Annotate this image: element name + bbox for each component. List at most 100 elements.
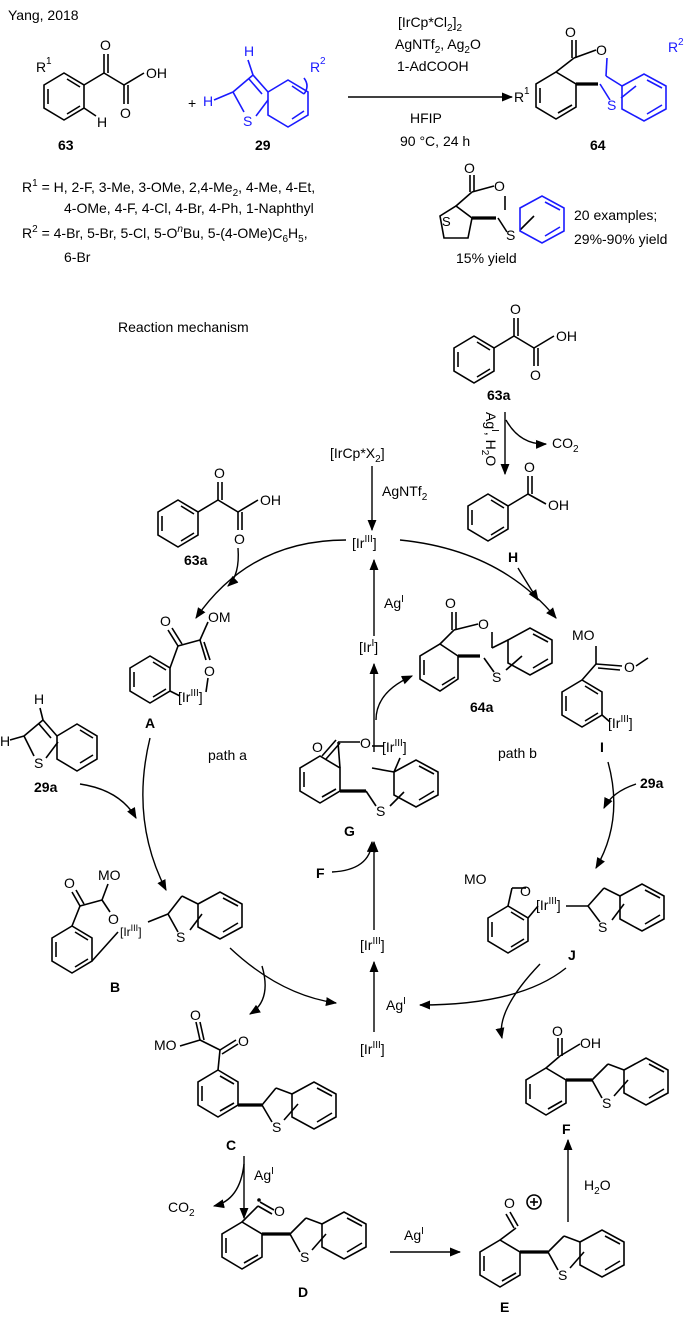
structure-29a-left: S H H <box>0 691 98 772</box>
svg-text:O: O <box>360 735 371 751</box>
compound-64-label: 64 <box>590 137 606 153</box>
structure-C: MO O O S <box>154 1007 337 1135</box>
h2o-reagent: H2O <box>584 1177 611 1197</box>
svg-text:[IrIII]: [IrIII] <box>382 738 407 755</box>
arrow-29a-right-in <box>603 783 637 810</box>
condition-silver: AgNTf2, Ag2O <box>395 36 481 56</box>
ag-cd: AgI <box>254 1166 274 1183</box>
svg-text:O: O <box>234 531 245 547</box>
structure-G: O O [IrIII] S <box>299 735 439 819</box>
svg-text:O: O <box>478 616 489 632</box>
structure-A: O OM O [IrIII] <box>129 609 231 705</box>
svg-text:S: S <box>506 227 515 243</box>
structure-J: MO O [IrIII] S <box>464 871 665 954</box>
co2-top: CO2 <box>552 435 579 455</box>
svg-text:O: O <box>108 911 119 927</box>
svg-text:S: S <box>602 1095 611 1111</box>
svg-text:O: O <box>552 1023 563 1039</box>
label-29a-right: 29a <box>640 775 664 791</box>
svg-text:O: O <box>520 883 531 899</box>
arc-I-to-J <box>595 761 615 869</box>
svg-text:MO: MO <box>98 867 121 883</box>
structure-63a-top: O O OH <box>453 301 577 384</box>
citation-text: Yang, 2018 <box>8 7 79 23</box>
label-F-in: F <box>316 865 325 881</box>
label-I: I <box>600 739 604 755</box>
svg-text:H: H <box>244 43 254 59</box>
ir3-top: [IrIII] <box>352 534 377 551</box>
arrow-co2-release-top <box>505 419 548 449</box>
svg-text:S: S <box>376 803 385 819</box>
svg-text:S: S <box>492 669 501 685</box>
svg-text:O: O <box>596 42 607 58</box>
svg-text:O: O <box>312 739 323 755</box>
path-a-label: path a <box>208 747 247 763</box>
label-B: B <box>110 979 120 995</box>
svg-text:R: R <box>36 59 46 75</box>
svg-text:O: O <box>445 595 456 611</box>
condition-acid: 1-AdCOOH <box>397 58 469 74</box>
svg-text:1: 1 <box>46 56 52 67</box>
label-J: J <box>568 947 576 963</box>
arc-ir-to-A <box>195 539 347 619</box>
ag-mid: AgI <box>384 594 404 611</box>
svg-text:O: O <box>510 301 521 317</box>
svg-text:H: H <box>97 114 107 130</box>
arc-ir-to-I <box>399 539 557 619</box>
svg-text:S: S <box>243 113 252 129</box>
svg-text:H: H <box>203 93 213 109</box>
svg-text:S: S <box>607 97 616 113</box>
svg-text:O: O <box>100 37 111 53</box>
arrow-B-to-C <box>249 965 266 1015</box>
svg-text:[IrIII]: [IrIII] <box>178 688 203 705</box>
ag-de: AgI <box>404 1226 424 1243</box>
arrow-F-into-G <box>331 840 376 873</box>
r1-scope-line2: 4-OMe, 4-F, 4-Cl, 4-Br, 4-Ph, 1-Naphthyl <box>64 200 314 216</box>
plus-sign: + <box>188 95 196 111</box>
label-D: D <box>298 1284 308 1300</box>
svg-text:R: R <box>310 59 320 75</box>
arrow-J-to-F <box>495 963 541 1040</box>
svg-text:OH: OH <box>146 65 167 81</box>
ir3-mid: [IrIII] <box>360 936 385 953</box>
examples-count: 20 examples; <box>574 207 657 223</box>
ir1: [IrI] <box>359 638 378 655</box>
structure-I: MO O [IrIII] <box>561 627 649 731</box>
svg-text:S: S <box>176 929 185 945</box>
r1-scope-line1: R1 = H, 2-F, 3-Me, 3-OMe, 2,4-Me2, 4-Me,… <box>22 178 315 199</box>
label-C: C <box>226 1137 236 1153</box>
svg-text:OH: OH <box>580 1035 601 1051</box>
structure-B: O MO O [IrIII] S <box>51 867 243 974</box>
svg-text:H: H <box>0 733 10 749</box>
svg-text:O: O <box>274 1203 285 1219</box>
label-F: F <box>562 1121 571 1137</box>
svg-text:O: O <box>464 160 475 176</box>
compound-29-label: 29 <box>255 137 271 153</box>
structure-H-benzoic-acid: O OH <box>467 459 569 542</box>
structure-63a-left: O O OH <box>157 465 281 548</box>
svg-text:1: 1 <box>524 86 530 97</box>
path-b-label: path b <box>498 745 537 761</box>
arrow-29a-left-in <box>79 783 137 819</box>
r2-scope-line2: 6-Br <box>64 249 91 265</box>
structure-F: O OH S <box>525 1023 669 1116</box>
condition-catalyst: [IrCp*Cl2]2 <box>398 14 462 34</box>
ag-low: AgI <box>386 996 406 1013</box>
label-A: A <box>145 715 155 731</box>
svg-text:[IrIII]: [IrIII] <box>120 923 142 939</box>
ag-h2o-reagent: AgI, H2O <box>479 412 500 466</box>
svg-text:O: O <box>524 459 535 475</box>
svg-text:2: 2 <box>678 37 684 48</box>
condition-solvent: HFIP <box>410 110 442 126</box>
svg-text:O: O <box>238 1033 249 1049</box>
yield-range: 29%-90% yield <box>574 231 667 247</box>
svg-text:O: O <box>494 178 505 194</box>
svg-text:O: O <box>530 367 541 383</box>
arrow-release-64a <box>375 675 414 721</box>
svg-text:S: S <box>300 1249 309 1265</box>
svg-text:MO: MO <box>464 871 487 887</box>
ir3-low: [IrIII] <box>360 1040 385 1057</box>
